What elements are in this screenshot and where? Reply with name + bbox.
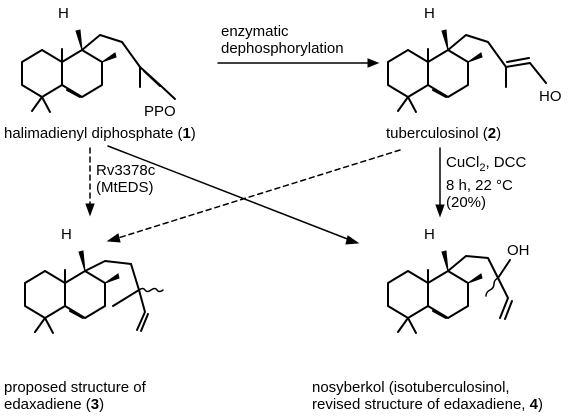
arrow-1-to-4 xyxy=(107,145,360,245)
arrow-1-to-3 xyxy=(85,147,95,217)
compound-1-name: halimadienyl diphosphate (1) xyxy=(4,125,196,142)
left-conditions: Rv3378c (MtEDS) xyxy=(96,162,156,196)
top-conditions: enzymatic dephosphorylation xyxy=(221,23,344,57)
h-label-2: H xyxy=(423,5,436,22)
ppo-label: PPO xyxy=(143,103,177,120)
arrow-2-to-4 xyxy=(435,147,445,218)
h-label-4: H xyxy=(423,226,436,243)
ho-label: HO xyxy=(538,88,563,105)
arrow-top xyxy=(217,58,380,68)
h-label-1: H xyxy=(57,5,70,22)
structure-2 xyxy=(387,29,547,113)
h-label-3: H xyxy=(60,226,73,243)
right-conditions: CuCl2, DCC 8 h, 22 °C (20%) xyxy=(446,154,527,211)
structure-1 xyxy=(21,29,176,113)
compound-4-name: nosyberkol (isotuberculosinol, revised s… xyxy=(312,379,543,413)
arrow-2-to-3 xyxy=(106,149,401,243)
structure-3 xyxy=(24,250,164,334)
compound-2-name: tuberculosinol (2) xyxy=(386,125,502,142)
structure-4 xyxy=(387,250,513,334)
compound-3-name: proposed structure of edaxadiene (3) xyxy=(4,379,146,413)
oh-label: OH xyxy=(506,242,531,259)
